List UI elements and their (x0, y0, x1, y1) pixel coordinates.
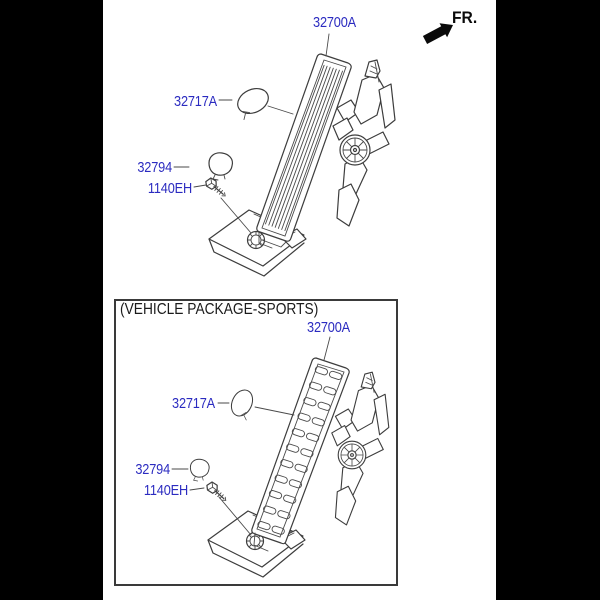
left-letterbox-bar (0, 0, 103, 600)
right-letterbox-bar (496, 0, 600, 600)
top-pedal-assembly-drawing (173, 33, 396, 277)
fr-direction-label: FR. (452, 8, 478, 27)
part-label-stopper-sports: 32794 (135, 461, 170, 478)
part-label-bolt-sports: 1140EH (143, 482, 188, 499)
sports-package-box (114, 299, 398, 586)
fr-direction-arrow-icon (422, 23, 453, 44)
part-label-bolt-top: 1140EH (147, 180, 192, 197)
sports-pad-cover-part (226, 386, 259, 421)
part-label-pad-cover-sports: 32717A (172, 395, 215, 412)
part-label-pad-cover-top: 32717A (174, 93, 217, 110)
sports-box-title: (VEHICLE PACKAGE-SPORTS) (120, 301, 319, 318)
sports-pedal-assembly-drawing (171, 336, 390, 578)
sports-bolt-part (204, 479, 231, 505)
part-label-assembly-sports: 32700A (307, 319, 350, 336)
part-label-assembly-top: 32700A (313, 14, 356, 31)
top-stopper-part (208, 152, 234, 181)
sports-stopper-part (189, 458, 210, 482)
part-label-stopper-top: 32794 (137, 159, 172, 176)
top-pad-cover-part (233, 83, 274, 121)
